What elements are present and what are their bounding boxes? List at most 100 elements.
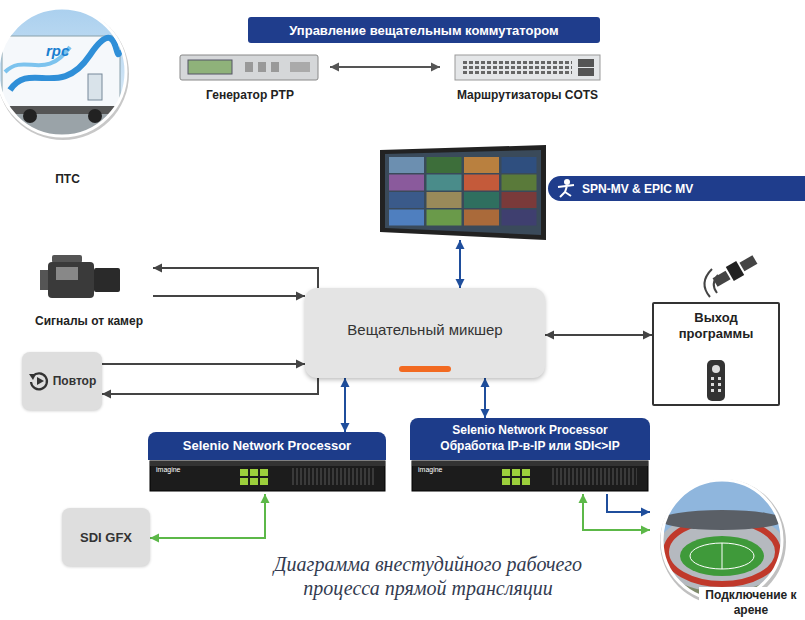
device-button — [502, 478, 510, 485]
arrow-head — [296, 360, 305, 369]
gfx-box: SDI GFX — [62, 508, 150, 566]
icon-play — [37, 377, 44, 385]
arrow-head — [545, 331, 554, 340]
band-title: Управление вещательным коммутатором — [289, 23, 559, 38]
connector-line — [153, 268, 318, 288]
remote-icon — [704, 358, 728, 402]
remote-button — [718, 389, 721, 392]
picture-border — [662, 480, 782, 600]
device-port — [578, 59, 594, 67]
monitor-tile — [464, 157, 499, 173]
device-top — [412, 461, 648, 466]
field-line — [690, 543, 754, 569]
device-button — [250, 469, 258, 476]
device-top — [150, 461, 385, 466]
connector — [607, 494, 650, 517]
monitor-frame — [380, 145, 546, 240]
stadium-picture — [656, 478, 788, 605]
field-line — [722, 543, 723, 569]
connector — [102, 378, 318, 399]
box-title: Selenio Network Processor — [183, 438, 351, 455]
remote-button — [711, 389, 714, 392]
device-button — [502, 469, 510, 476]
person-icon — [556, 178, 576, 198]
monitor-wall — [380, 145, 546, 240]
arrow-head — [150, 534, 159, 543]
truck-node: ПТС — [0, 0, 135, 186]
connector-line — [150, 494, 265, 538]
remote-button — [711, 383, 714, 386]
monitor-tile — [502, 157, 537, 173]
icon-head — [564, 179, 570, 185]
satellite-icon — [704, 253, 758, 297]
multiviewer-node: SPN-MV & EPIC MV — [380, 145, 805, 240]
node-label: ПТС — [55, 172, 80, 186]
device-port — [290, 62, 310, 72]
connector-line — [330, 66, 440, 68]
monitor-screen — [385, 150, 541, 235]
monitor-tile — [427, 192, 462, 208]
arrow-head — [579, 494, 588, 503]
control-band: Управление вещательным коммутатором — [248, 17, 600, 43]
arrow-head — [641, 526, 650, 535]
node-label: Генератор PTP — [206, 88, 294, 102]
arrow-head — [456, 279, 465, 288]
ptp-device — [180, 55, 318, 80]
arrow-head — [341, 378, 350, 387]
connector-line — [545, 334, 652, 336]
monitor-tile — [389, 210, 424, 226]
node-label: Маршрутизаторы COTS — [457, 88, 598, 102]
arrow-head — [296, 292, 305, 301]
box-title: SDI GFX — [80, 530, 132, 545]
connector — [545, 331, 652, 340]
box-title: Повтор — [53, 374, 97, 388]
arrow-head — [431, 63, 440, 72]
monitor-tile — [502, 192, 537, 208]
camera-icon — [40, 255, 120, 298]
connector — [579, 494, 651, 535]
device-button — [258, 62, 266, 72]
satellite-panel — [739, 255, 757, 271]
processor-node: Selenio Network Processor — [148, 432, 386, 494]
signal-arc — [704, 269, 712, 297]
monitor-tile — [464, 210, 499, 226]
processor-node: Selenio Network ProcessorОбработка IP-в-… — [410, 418, 650, 494]
connector-line — [583, 494, 650, 530]
node-label: Сигналы от камер — [35, 314, 143, 328]
label-patch: Подключение к арене — [699, 587, 803, 618]
connector — [153, 292, 305, 301]
stadium-field — [680, 536, 764, 576]
trailer — [2, 36, 120, 108]
camera-handle — [52, 255, 82, 263]
remote-button — [718, 383, 721, 386]
connector — [102, 360, 305, 369]
chassis — [0, 106, 122, 114]
box-title: Выход программы — [672, 310, 760, 343]
arena-node: Подключение к арене — [650, 476, 803, 620]
device-body — [412, 461, 648, 491]
device-node: Маршрутизаторы COTS — [440, 52, 615, 102]
device-display — [188, 60, 232, 74]
remote-button — [712, 365, 720, 373]
arrow-head — [261, 494, 270, 503]
monitor-tile — [464, 192, 499, 208]
truck-picture — [0, 6, 129, 142]
connector — [456, 240, 465, 288]
arrow-head — [643, 331, 652, 340]
truck-logo: rpc — [46, 42, 69, 59]
connector — [330, 63, 440, 72]
arrow-head — [102, 390, 111, 399]
picture-border — [0, 8, 126, 136]
monitor-tile — [427, 175, 462, 191]
device-button — [260, 469, 268, 476]
device-button — [512, 469, 520, 476]
monitor-tile — [502, 175, 537, 191]
connector — [481, 378, 490, 418]
router-device — [455, 55, 600, 80]
device-vent — [290, 468, 375, 485]
connector — [341, 378, 350, 432]
device-button — [271, 62, 279, 72]
device-body — [455, 55, 600, 80]
arrow-head — [641, 508, 650, 517]
